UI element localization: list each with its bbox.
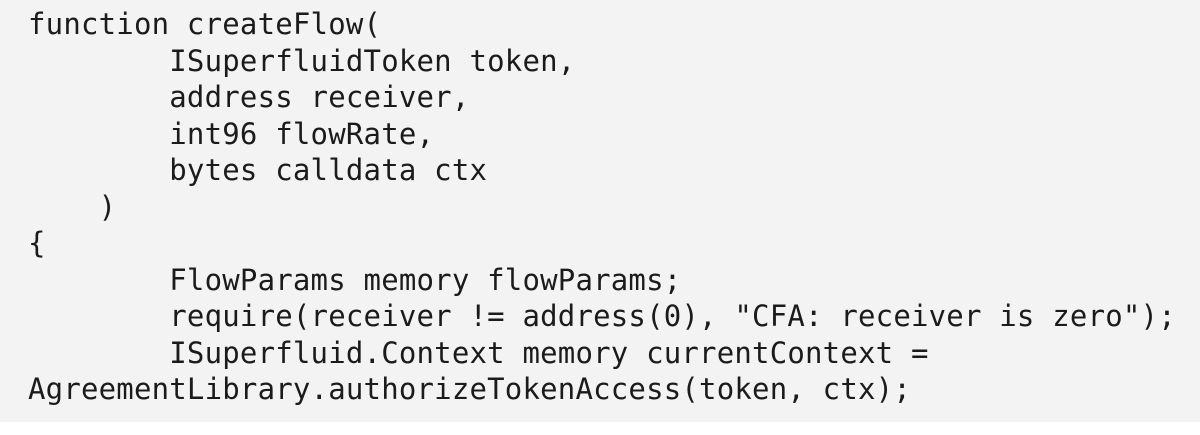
- code-line-11: AgreementLibrary.authorizeTokenAccess(to…: [28, 372, 911, 406]
- code-block: function createFlow( ISuperfluidToken to…: [0, 0, 1200, 422]
- code-line-2: ISuperfluidToken token,: [28, 43, 576, 78]
- code-line-8: FlowParams memory flowParams;: [28, 262, 682, 297]
- code-line-10: ISuperfluid.Context memory currentContex…: [28, 335, 929, 370]
- code-line-3: address receiver,: [28, 80, 470, 114]
- code-line-4: int96 flowRate,: [28, 116, 435, 151]
- code-line-1: function createFlow(: [28, 7, 382, 41]
- code-line-9: require(receiver != address(0), "CFA: re…: [28, 299, 1176, 333]
- code-line-5: bytes calldata ctx: [28, 153, 488, 187]
- code-line-7: {: [28, 226, 46, 260]
- code-line-6: ): [28, 189, 117, 224]
